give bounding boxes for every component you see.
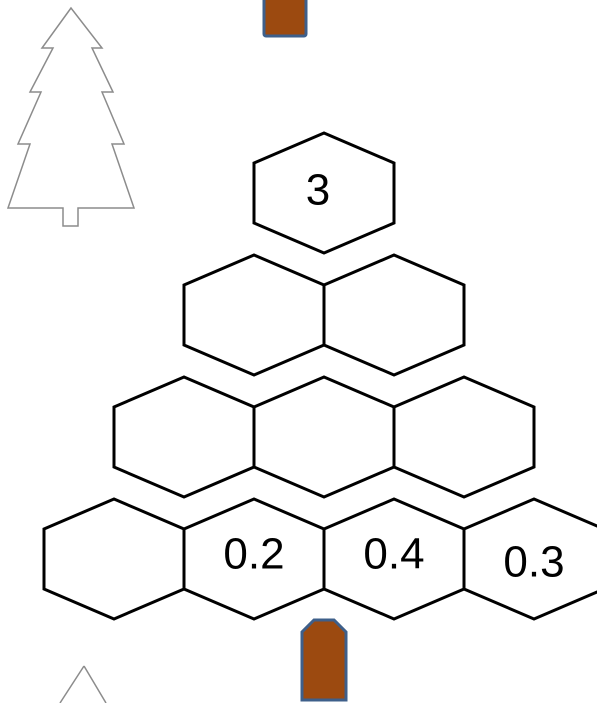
tree-outline-icon <box>6 6 136 227</box>
hex-cell <box>392 375 536 499</box>
hex-cell-label: 0.3 <box>503 538 564 587</box>
hex-cell <box>182 253 326 377</box>
hex-cell <box>252 375 396 499</box>
hexagon-grid: 3 0.2 0.4 0.3 <box>42 131 597 621</box>
hex-cell <box>462 497 597 621</box>
tree-outline-bottom-icon <box>59 665 107 703</box>
hex-cell <box>42 497 186 621</box>
hex-cell <box>112 375 256 499</box>
trunk-top <box>262 0 308 38</box>
hex-cell-label: 0.4 <box>363 530 424 579</box>
hex-cell-label: 3 <box>306 166 330 215</box>
trunk-bottom <box>300 618 348 702</box>
hex-cell <box>252 131 396 255</box>
hex-cell-label: 0.2 <box>223 530 284 579</box>
hex-cell <box>322 253 466 377</box>
